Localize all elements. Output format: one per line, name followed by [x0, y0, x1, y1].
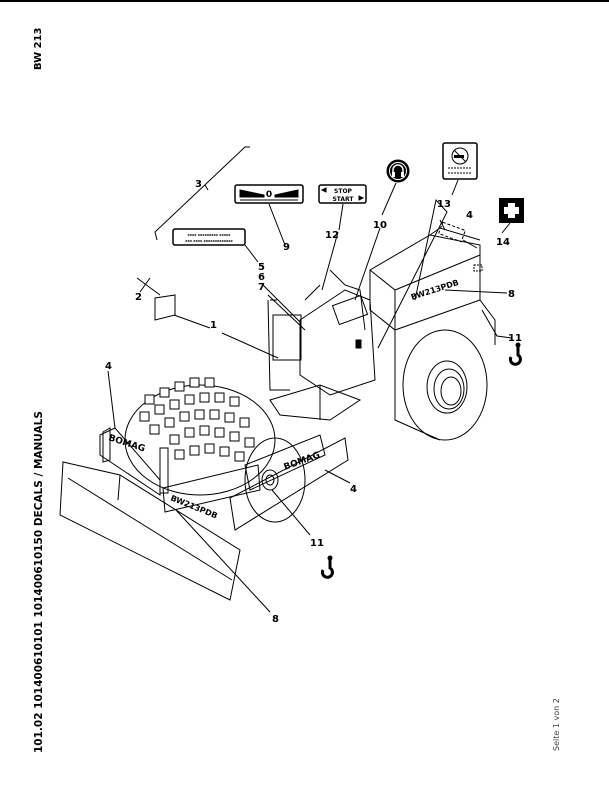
- callout-4-hood: 4: [466, 210, 473, 221]
- callout-1: 1: [210, 320, 217, 331]
- brand-decal-right: BOMAG: [283, 450, 322, 472]
- callout-2: 2: [135, 292, 142, 303]
- lifting-hook-icon: [508, 342, 522, 366]
- stop-text: STOP: [334, 188, 353, 195]
- drum-pads: [139, 377, 255, 462]
- warning-line-2: xxx xxxx xxxxxxxxxxxxx: [185, 239, 233, 243]
- callout-8-drum: 8: [272, 614, 279, 625]
- callout-9: 9: [283, 242, 290, 253]
- warning-line-1: xxxx xxxxxxxxx xxxxx: [187, 233, 231, 237]
- start-text: START: [332, 196, 354, 203]
- callout-12: 12: [325, 230, 339, 241]
- decal-3-bracket: [154, 146, 250, 241]
- callout-13: 13: [437, 199, 451, 210]
- hearing-protection-icon: [381, 159, 410, 216]
- no-smoking-icon: [442, 142, 478, 196]
- decal-warning-text: xxxx xxxxxxxxx xxxxx xxx xxxx xxxxxxxxxx…: [172, 228, 259, 263]
- roller-machine-drawing: [59, 221, 496, 601]
- callout-11-drum: 11: [310, 538, 324, 549]
- callout-3: 3: [195, 179, 202, 190]
- leader-lines: [107, 198, 513, 613]
- lifting-hook-icon: [320, 555, 334, 579]
- callout-8-rear: 8: [508, 289, 515, 300]
- callout-14: 14: [496, 237, 510, 248]
- first-aid-icon: [499, 198, 524, 234]
- callout-11-rear: 11: [508, 333, 522, 344]
- decal-stop-start: STOP START: [318, 184, 367, 231]
- callout-4-drum-right: 4: [350, 484, 357, 495]
- throttle-zero-text: 0: [266, 190, 272, 200]
- callout-10: 10: [373, 220, 387, 231]
- callout-6: 6: [258, 272, 265, 283]
- top-rule: [0, 0, 609, 2]
- model-decal-drum: BW213PDB: [169, 494, 219, 521]
- callout-4-drum-left: 4: [105, 361, 112, 372]
- decal-throttle: 0: [234, 184, 304, 246]
- callout-numbers: 1 2 3 4 4 4 5 6 7 8 8 9 10 11 11 12 13 1…: [105, 179, 522, 625]
- callout-7: 7: [258, 282, 265, 293]
- callout-5: 5: [258, 262, 265, 273]
